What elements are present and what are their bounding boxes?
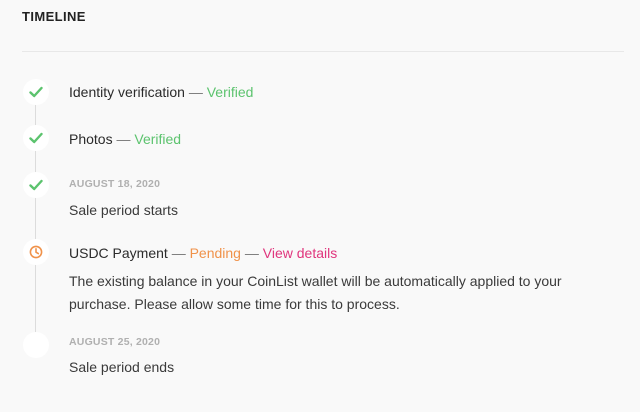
separator: — [244, 245, 259, 261]
step-marker-usdc-payment [23, 239, 49, 265]
step-label: USDC Payment [69, 245, 168, 261]
separator: — [116, 131, 131, 147]
step-label: Photos [69, 131, 113, 147]
step-usdc-payment: USDC Payment — Pending — View details [69, 245, 337, 261]
clock-icon [29, 245, 43, 259]
step-sale-period-ends: Sale period ends [69, 359, 175, 375]
separator: — [188, 84, 203, 100]
status-pending: Pending [189, 245, 241, 261]
status-verified: Verified [134, 131, 182, 147]
step-marker-sale-start [23, 172, 49, 198]
step-identity-verification: Identity verification — Verified [69, 84, 253, 100]
step-label: Identity verification [69, 84, 185, 100]
step-date-sale-end: AUGUST 25, 2020 [69, 336, 161, 348]
status-verified: Verified [206, 84, 254, 100]
divider [22, 51, 624, 52]
timeline-connector [35, 92, 36, 345]
step-photos: Photos — Verified [69, 131, 181, 147]
step-marker-photos [23, 125, 49, 151]
step-description: The existing balance in your CoinList wa… [69, 273, 562, 312]
separator: — [171, 245, 186, 261]
step-date-sale-start: AUGUST 18, 2020 [69, 178, 161, 190]
check-icon [29, 132, 43, 144]
view-details-link[interactable]: View details [262, 245, 338, 261]
step-marker-sale-end [23, 332, 49, 358]
step-marker-identity [23, 79, 49, 105]
step-sale-period-starts: Sale period starts [69, 202, 178, 218]
check-icon [29, 86, 43, 98]
check-icon [29, 179, 43, 191]
section-title: TIMELINE [22, 9, 86, 24]
